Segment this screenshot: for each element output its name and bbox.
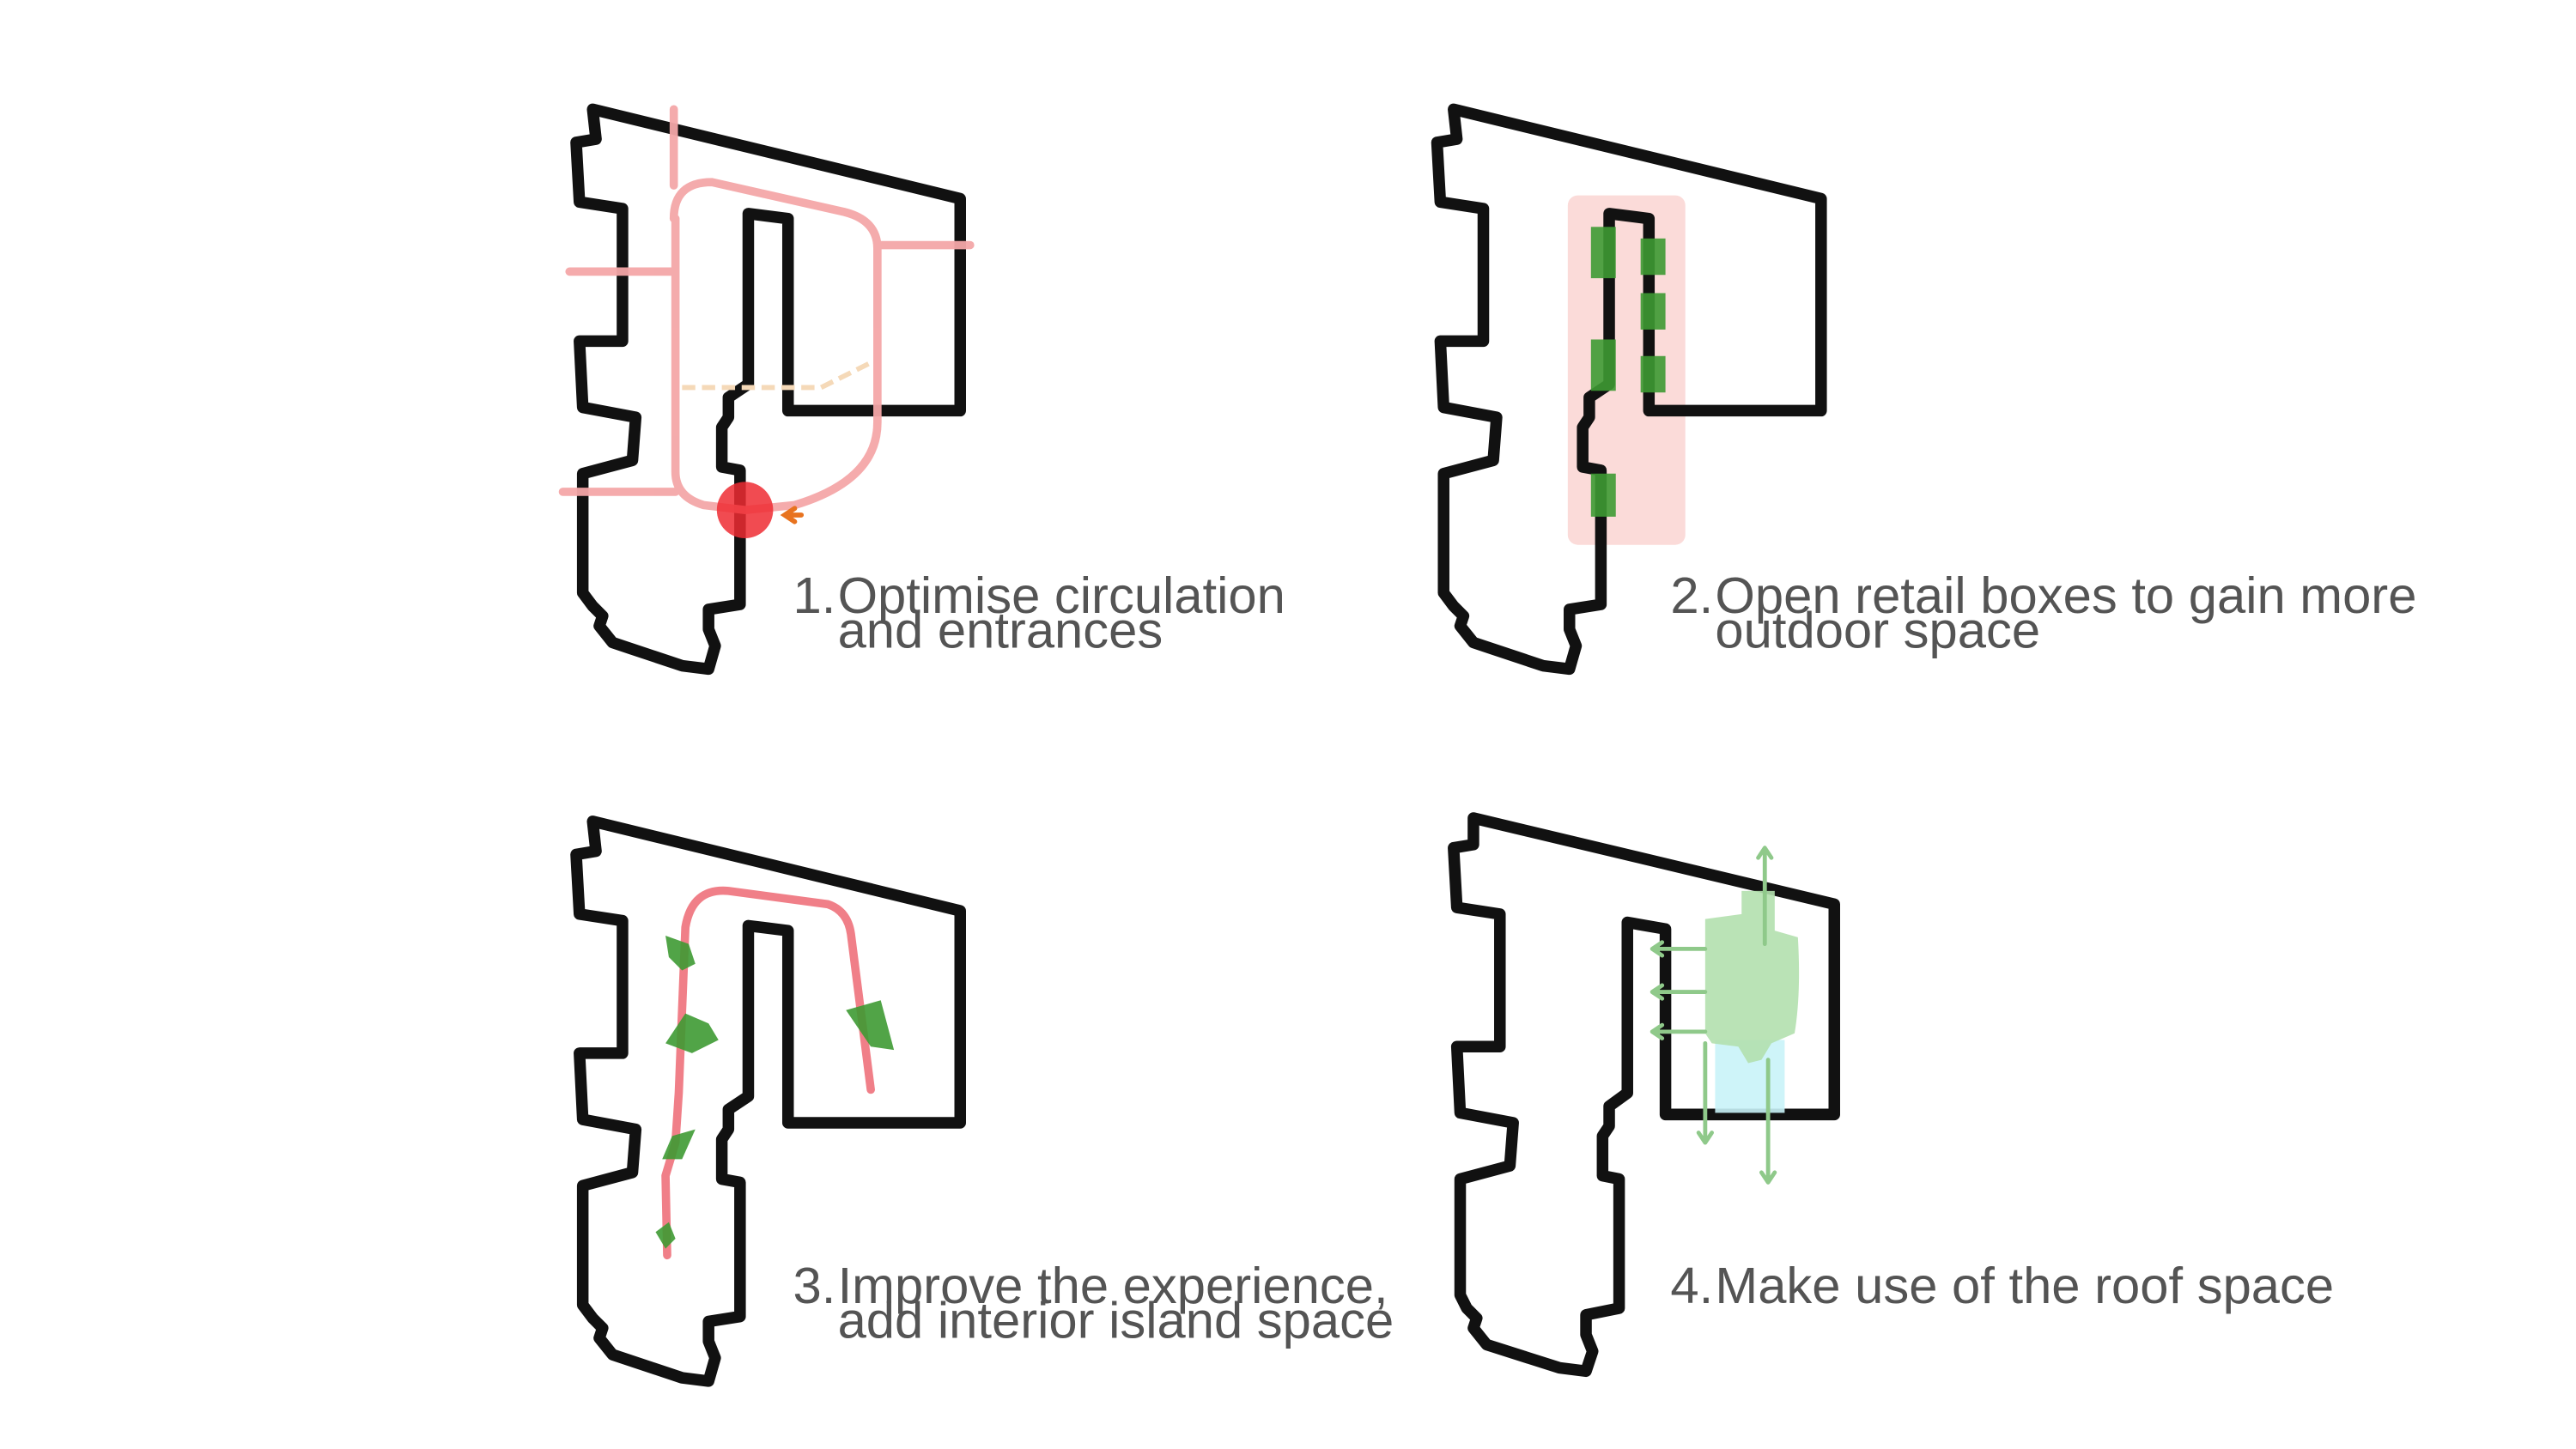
roof-arrow-group: [1649, 846, 1777, 1185]
arrow-icon: [780, 506, 805, 524]
retail-box-group: [1590, 227, 1666, 517]
roof-arrow: [1649, 940, 1708, 958]
caption-line: and entrances: [838, 601, 1163, 658]
caption-number: 1.: [793, 567, 836, 624]
svg-text:1. Optimise circulation: 1. Optimise circulation and entrances: [793, 567, 1300, 659]
circulation-path: [558, 105, 975, 515]
retail-box: [1590, 339, 1616, 391]
roof-arrow: [1696, 1040, 1714, 1145]
entrance-marker: [716, 482, 774, 538]
svg-text:3. Improve the experienc: 3. Improve the experience, add interior …: [793, 1257, 1403, 1349]
roof-arrow: [1756, 846, 1774, 947]
svg-text:4. Make use of the roof: 4. Make use of the roof space: [1670, 1257, 2334, 1314]
panel-experience: 3. Improve the experience, add interior …: [576, 822, 1403, 1381]
roof-arrow: [1649, 983, 1708, 1001]
caption-number: 4.: [1670, 1257, 1713, 1314]
panel-circulation: 1. Optimise circulation and entrances: [558, 105, 1300, 669]
panel-retail: 2. Open retail boxes to gain more outdoo…: [1437, 109, 2431, 669]
retail-box: [1590, 473, 1616, 517]
caption-line: outdoor space: [1715, 601, 2040, 658]
island-blob: [655, 1222, 676, 1249]
caption-line: Make use of the roof space: [1715, 1257, 2334, 1314]
retail-box: [1640, 355, 1666, 393]
island-blob: [662, 1129, 696, 1160]
dashed-path: [682, 358, 876, 391]
caption-line: Optimise circulation: [838, 567, 1285, 624]
island-blob: [846, 1000, 895, 1051]
svg-text:2. Open retail boxes to: 2. Open retail boxes to gain more outdoo…: [1670, 567, 2431, 659]
retail-box: [1590, 227, 1616, 279]
building-outline: [1448, 812, 1840, 1378]
retail-box: [1640, 238, 1666, 276]
retail-box: [1640, 293, 1666, 330]
island-blob: [665, 1013, 719, 1053]
island-blob: [665, 935, 696, 971]
route-path: [661, 886, 875, 1260]
roof-arrow: [1649, 1022, 1708, 1040]
roof-arrow: [1759, 1058, 1777, 1185]
caption-line: add interior island space: [838, 1292, 1394, 1349]
caption-line: Open retail boxes to gain more: [1715, 567, 2416, 624]
retail-zone: [1567, 195, 1686, 545]
roof-volume: [1704, 890, 1800, 1064]
caption-number: 3.: [793, 1257, 836, 1314]
caption-line: Improve the experience,: [838, 1257, 1388, 1314]
caption-number: 2.: [1670, 567, 1713, 624]
panel-roof: 4. Make use of the roof space: [1448, 812, 2334, 1378]
